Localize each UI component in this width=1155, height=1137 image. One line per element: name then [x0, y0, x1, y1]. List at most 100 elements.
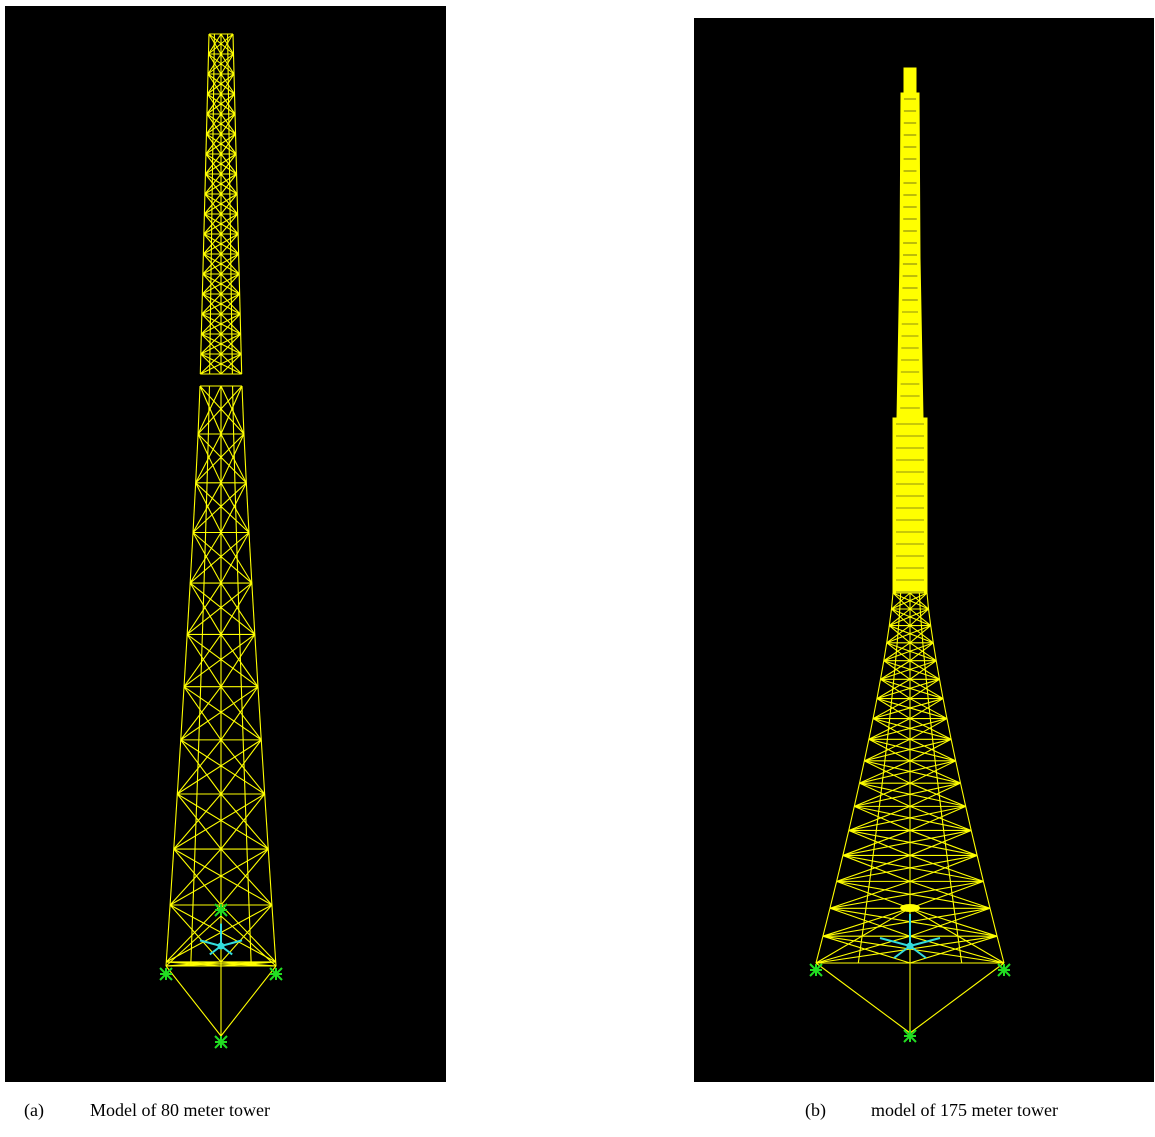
- tower-brace: [886, 642, 911, 662]
- tower-leg: [239, 313, 242, 335]
- tower-brace: [883, 642, 934, 662]
- tower-brace: [889, 625, 934, 644]
- tower-mast-section: [896, 257, 924, 419]
- base-strut: [909, 907, 1005, 964]
- tower-leg: [982, 881, 991, 909]
- tower-brace: [220, 153, 238, 175]
- tower-leg: [836, 855, 844, 882]
- support-icon: [214, 1035, 228, 1049]
- tower-brace: [842, 854, 911, 882]
- tower-leg: [189, 532, 194, 584]
- tower-inner-leg: [872, 830, 877, 856]
- tower-brace: [197, 433, 222, 484]
- tower-leg: [192, 482, 197, 533]
- tower-leg: [890, 592, 894, 610]
- tower-leg: [946, 718, 952, 740]
- tower-brace: [186, 634, 222, 688]
- tower-leg: [970, 830, 978, 856]
- caption-b-label: (b): [805, 1100, 826, 1120]
- tower-inner-leg: [865, 881, 871, 909]
- tower-brace: [220, 532, 253, 584]
- tower-brace: [909, 660, 937, 680]
- tower-leg: [233, 73, 236, 95]
- tower-brace: [864, 738, 952, 762]
- tower-leg: [879, 660, 885, 680]
- tower-brace: [822, 935, 911, 964]
- base-strut: [220, 915, 277, 967]
- tower-brace: [880, 678, 911, 700]
- support-icon: [997, 963, 1011, 977]
- tower-leg: [883, 642, 888, 661]
- tower-brace: [173, 793, 265, 850]
- base-strut: [815, 962, 911, 1034]
- tower-brace: [836, 880, 911, 909]
- tower-80m-model-panel: [5, 6, 446, 1082]
- tower-brace: [166, 904, 273, 963]
- tower-leg: [183, 634, 188, 687]
- tower-brace: [909, 718, 948, 740]
- tower-brace: [195, 433, 222, 484]
- tower-brace: [220, 333, 242, 355]
- tower-brace: [173, 848, 222, 906]
- tower-brace: [891, 592, 911, 610]
- tower-leg: [872, 698, 878, 719]
- tower-brace: [842, 829, 911, 856]
- base-strut: [165, 915, 222, 967]
- tower-brace: [836, 880, 991, 909]
- tower-brace: [880, 660, 937, 680]
- tower-leg: [842, 830, 850, 856]
- caption-a: (a)Model of 80 meter tower: [24, 1100, 270, 1121]
- tower-brace: [201, 273, 222, 295]
- tower-inner-leg: [232, 385, 235, 435]
- tower-leg: [245, 482, 250, 533]
- tower-leg: [938, 679, 944, 699]
- tower-brace: [200, 333, 241, 355]
- tower-inner-leg: [196, 739, 200, 795]
- tower-brace: [909, 608, 932, 627]
- tower-leg: [235, 153, 238, 175]
- tower-inner-leg: [246, 849, 250, 906]
- support-icon: [903, 1029, 917, 1043]
- tower-brace: [197, 385, 243, 435]
- load-node: [217, 942, 225, 950]
- tower-brace: [886, 642, 937, 662]
- tower-brace: [180, 739, 265, 795]
- tower-brace: [220, 686, 259, 741]
- tower-brace: [203, 213, 238, 235]
- tower-brace: [909, 907, 998, 937]
- tower-brace: [829, 880, 984, 909]
- tower-leg: [207, 53, 210, 75]
- tower-brace: [180, 686, 259, 741]
- tower-brace: [189, 532, 222, 584]
- tower-brace: [220, 385, 243, 435]
- tower-brace: [872, 718, 952, 740]
- tower-brace: [220, 904, 277, 963]
- tower-inner-leg: [198, 686, 202, 740]
- tower-brace: [220, 385, 245, 435]
- tower-leg: [237, 233, 240, 255]
- tower-tip: [903, 67, 917, 94]
- tower-brace: [202, 253, 239, 275]
- tower-brace: [868, 718, 948, 740]
- tower-brace: [192, 482, 247, 533]
- tower-brace: [836, 854, 911, 882]
- tower-brace: [854, 782, 961, 807]
- tower-leg: [236, 173, 238, 195]
- tower-leg: [200, 313, 203, 335]
- tower-leg: [254, 634, 259, 687]
- tower-brace: [889, 608, 929, 627]
- tower-leg: [260, 739, 266, 795]
- tower-brace: [880, 678, 944, 700]
- tower-brace: [829, 880, 911, 909]
- tower-brace: [165, 961, 222, 967]
- tower-brace: [200, 313, 222, 335]
- tower-leg: [236, 193, 239, 215]
- tower-brace: [207, 73, 222, 95]
- tower-brace: [909, 935, 998, 964]
- tower-leg: [233, 93, 236, 115]
- tower-leg: [815, 936, 824, 964]
- tower-brace: [872, 698, 911, 720]
- tower-leg: [205, 133, 207, 155]
- tower-brace: [206, 113, 236, 135]
- tower-brace: [909, 642, 937, 662]
